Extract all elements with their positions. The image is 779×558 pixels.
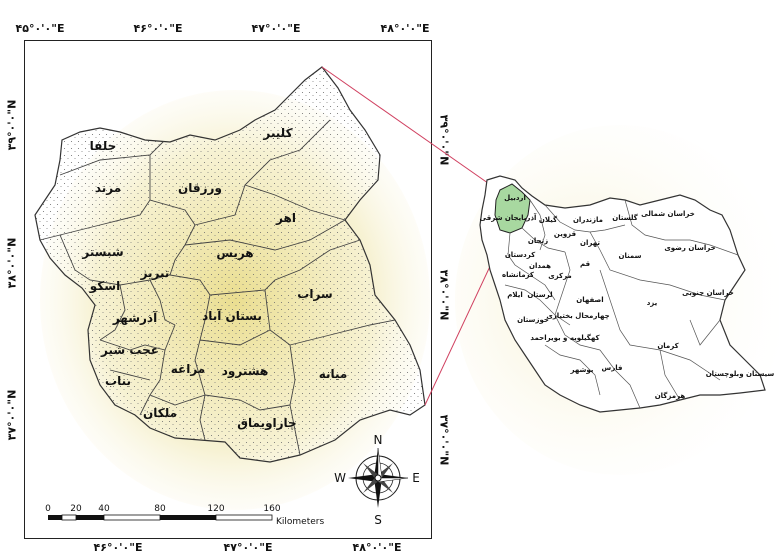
longitude-label-48: ۴۸°۰'۰"E — [380, 22, 430, 35]
province-label-north-khorasan: خراسان شمالی — [641, 210, 695, 218]
county-label-bostanabad: بستان آباد — [202, 308, 262, 323]
province-label-qazvin: قزوین — [554, 230, 577, 238]
province-label-isfahan: اصفهان — [576, 296, 603, 304]
county-label-jolfa: جلفا — [90, 139, 117, 153]
province-map: کلیبر جلفا مرند ورزقان اهر شبستر هریس تب… — [34, 66, 426, 463]
compass-west-label: W — [334, 471, 346, 485]
province-label-ardabil: اردبیل — [504, 194, 526, 202]
province-label-qom: قم — [580, 260, 590, 268]
county-label-hashtrud: هشترود — [222, 364, 269, 379]
county-label-sarab: سراب — [297, 287, 332, 301]
province-label-kohgiluyeh: کهگیلویه و بویراحمد — [530, 333, 600, 342]
county-label-ahar: اهر — [275, 211, 296, 225]
longitude-label-bottom-46: ۴۶°۰'۰"E — [93, 541, 143, 554]
province-label-lorestan: لرستان — [527, 291, 553, 299]
province-label-sistan-baluchestan: سیستان وبلوچستان — [706, 370, 775, 378]
compass-south-label: S — [374, 513, 382, 527]
longitude-label-46: ۴۶°۰'۰"E — [133, 22, 183, 35]
county-label-azarshahr: آذرشهر — [112, 310, 158, 325]
province-label-ilam: ایلام — [507, 291, 522, 299]
longitude-label-bottom-48: ۴۸°۰'۰"E — [352, 541, 402, 554]
province-label-hamadan: همدان — [529, 262, 551, 270]
province-label-razavi-khorasan: خراسان رضوی — [664, 244, 715, 252]
province-label-east-azerbaijan: آذربایجان شرقی — [480, 213, 537, 222]
county-label-malekan: ملکان — [143, 406, 177, 420]
longitude-label-bottom-47: ۴۷°۰'۰"E — [223, 541, 273, 554]
province-label-bushehr: بوشهر — [570, 366, 594, 374]
inset-connector-lines — [321, 66, 506, 406]
county-label-kaleybar: کلیبر — [262, 126, 292, 140]
province-label-semnan: سمنان — [618, 252, 641, 260]
iran-map: اردبیل آذربایجان شرقی گیلان مازندران گلس… — [479, 175, 775, 413]
county-label-osku: اسکو — [89, 279, 120, 294]
scale-tick-20: 20 — [70, 504, 82, 514]
province-label-hormozgan: هرمزگان — [655, 391, 686, 400]
province-label-golestan: گلستان — [612, 213, 638, 222]
county-label-bonab: بناب — [105, 374, 131, 388]
county-label-heris: هریس — [216, 246, 253, 260]
scale-tick-80: 80 — [154, 504, 166, 514]
province-label-gilan: گیلان — [539, 215, 558, 224]
county-label-marand: مرند — [95, 181, 121, 195]
province-label-south-khorasan: خراسان جنوبی — [682, 289, 734, 297]
province-label-zanjan: زنجان — [528, 237, 548, 245]
compass-north-label: N — [374, 433, 383, 447]
county-label-ajabshir: عجب شیر — [100, 343, 159, 357]
county-label-varzaqan: ورزقان — [178, 181, 222, 196]
province-label-khuzestan: خوزستان — [517, 316, 549, 324]
scale-tick-160: 160 — [263, 504, 280, 514]
province-label-yazd: یزد — [647, 299, 658, 307]
county-label-maragheh: مراغه — [171, 362, 205, 376]
province-label-kermanshah: کرمانشاه — [502, 271, 535, 279]
scale-unit-label: Kilometers — [276, 517, 324, 527]
scale-bar: 0 20 40 80 120 160 Kilometers — [45, 504, 324, 527]
province-label-chaharmahal: چهارمحال بختیاری — [546, 312, 609, 320]
compass-east-label: E — [412, 471, 420, 485]
longitude-label-47: ۴۷°۰'۰"E — [251, 22, 301, 35]
province-label-kurdistan: کردستان — [505, 251, 536, 259]
province-label-kerman: کرمان — [657, 342, 679, 350]
scale-tick-120: 120 — [207, 504, 224, 514]
compass-rose: N S E W — [334, 433, 420, 527]
scale-tick-0: 0 — [45, 504, 51, 514]
county-label-charuymaq: چاراویماق — [237, 416, 296, 431]
county-label-mianeh: میانه — [319, 367, 348, 381]
scale-tick-40: 40 — [98, 504, 110, 514]
province-label-tehran: تهران — [580, 239, 600, 247]
province-label-mazandaran: مازندران — [573, 216, 603, 224]
province-label-fars: فارس — [602, 364, 623, 372]
longitude-label-45: ۴۵°۰'۰"E — [15, 22, 65, 35]
county-label-tabriz: تبریز — [140, 266, 170, 280]
county-label-shabestar: شبستر — [81, 245, 123, 259]
province-label-markazi: مرکزی — [548, 272, 572, 280]
